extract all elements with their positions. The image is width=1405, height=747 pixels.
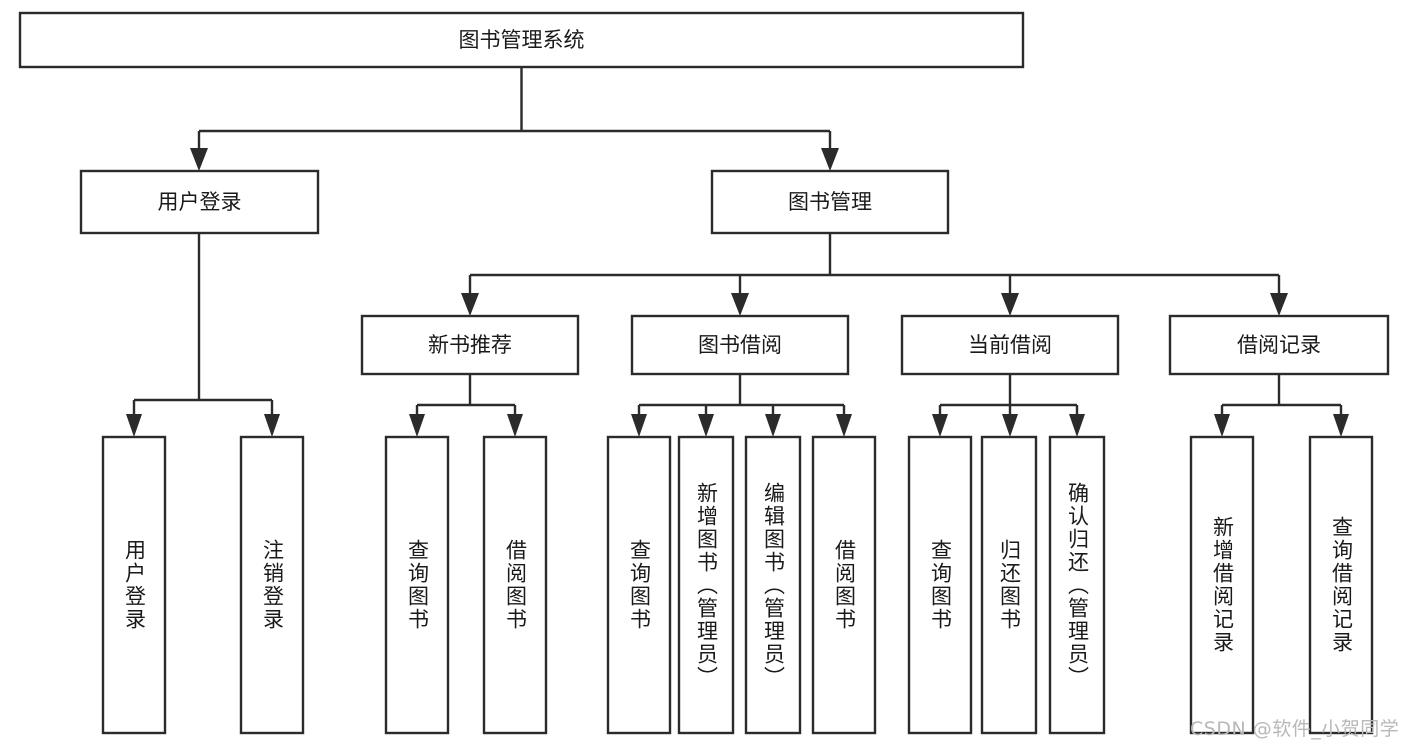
arrowhead-to-leaf-borrow-book-2	[836, 414, 852, 437]
arrowhead-to-leaf-query-book-3	[932, 414, 948, 437]
node-new-book-rec-label: 新书推荐	[428, 333, 512, 357]
node-user-login-label: 用户登录	[158, 190, 242, 214]
node-current-borrow[interactable]: 当前借阅	[900, 314, 1120, 376]
connector-layer	[126, 67, 1349, 437]
leaf-add-book-box[interactable]	[677, 435, 735, 735]
node-root-label: 图书管理系统	[459, 28, 585, 52]
node-borrow-record[interactable]: 借阅记录	[1168, 314, 1390, 376]
node-new-book-rec-box[interactable]	[360, 314, 580, 376]
leaf-return-book-box[interactable]	[980, 435, 1038, 735]
arrowhead-to-book-borrow	[731, 293, 749, 316]
leaf-user-login-box[interactable]	[101, 435, 167, 735]
arrowhead-to-current-borrow	[1001, 293, 1019, 316]
connector-borrowrecord-bus	[1220, 374, 1343, 420]
csdn-watermark: CSDN @软件_小贺同学	[1190, 718, 1400, 740]
node-borrow-record-label: 借阅记录	[1237, 333, 1321, 357]
leaf-query-book-2-box[interactable]	[606, 435, 672, 735]
node-book-manage[interactable]: 图书管理	[710, 169, 950, 235]
arrowhead-to-leaf-confirm-return	[1069, 414, 1085, 437]
arrowhead-to-leaf-query-book-1	[409, 414, 425, 437]
arrowhead-to-leaf-user-login	[126, 414, 142, 437]
arrowhead-to-new-book-rec	[461, 293, 479, 316]
node-borrow-record-box[interactable]	[1168, 314, 1390, 376]
node-root-box[interactable]	[18, 11, 1025, 69]
node-current-borrow-box[interactable]	[900, 314, 1120, 376]
arrowhead-to-leaf-query-record	[1333, 414, 1349, 437]
leaf-confirm-return-box[interactable]	[1048, 435, 1106, 735]
leaf-borrow-book-2-box[interactable]	[811, 435, 877, 735]
connector-root-bus	[197, 67, 832, 152]
leaf-query-book-3-box[interactable]	[907, 435, 973, 735]
connector-userlogin-bus	[132, 233, 274, 418]
leaf-borrow-book-1-box[interactable]	[482, 435, 548, 735]
node-new-book-rec[interactable]: 新书推荐	[360, 314, 580, 376]
arrowhead-to-user-login	[190, 148, 208, 171]
node-book-borrow-label: 图书借阅	[698, 333, 782, 357]
node-book-manage-label: 图书管理	[788, 190, 872, 214]
node-book-borrow-box[interactable]	[630, 314, 850, 376]
leaf-query-record-box[interactable]	[1308, 435, 1374, 735]
arrowhead-to-leaf-borrow-book-1	[507, 414, 523, 437]
connector-bookmanage-bus	[468, 233, 1281, 297]
arrowhead-to-leaf-add-record	[1214, 414, 1230, 437]
arrowhead-to-leaf-edit-book	[765, 414, 781, 437]
arrowhead-to-leaf-query-book-2	[631, 414, 647, 437]
arrowhead-to-leaf-logout	[264, 414, 280, 437]
leaf-query-book-1-box[interactable]	[384, 435, 450, 735]
node-user-login-box[interactable]	[79, 169, 320, 235]
arrowhead-to-leaf-return-book	[1002, 414, 1018, 437]
node-book-borrow[interactable]: 图书借阅	[630, 314, 850, 376]
connector-currentborrow-bus	[938, 374, 1079, 420]
connector-newbookrec-bus	[415, 374, 517, 420]
leaf-edit-book-box[interactable]	[744, 435, 802, 735]
connector-bookborrow-bus	[637, 374, 846, 420]
node-book-manage-box[interactable]	[710, 169, 950, 235]
leaf-box-layer	[101, 435, 1374, 735]
node-current-borrow-label: 当前借阅	[968, 333, 1052, 357]
node-user-login[interactable]: 用户登录	[79, 169, 320, 235]
leaf-logout-box[interactable]	[239, 435, 305, 735]
arrowhead-to-leaf-add-book	[698, 414, 714, 437]
arrowhead-to-book-manage	[821, 148, 839, 171]
arrowhead-to-borrow-record	[1270, 293, 1288, 316]
leaf-add-record-box[interactable]	[1189, 435, 1255, 735]
node-root[interactable]: 图书管理系统	[18, 11, 1025, 69]
